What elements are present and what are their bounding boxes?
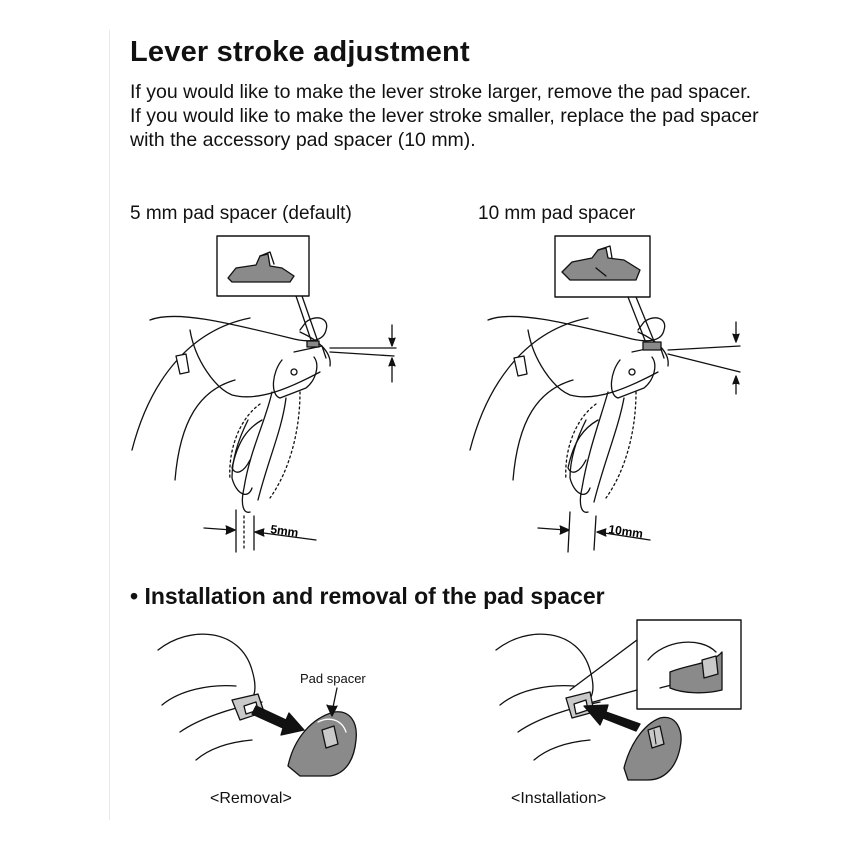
instruction-larger: If you would like to make the lever stro…: [130, 81, 752, 103]
pad-spacer-label: Pad spacer: [300, 671, 366, 686]
margin-rule: [109, 30, 110, 820]
removal-illustration: [157, 633, 357, 777]
lever-figure-5mm: [131, 235, 397, 553]
section-heading-installation: • Installation and removal of the pad sp…: [130, 583, 605, 609]
caption-removal: <Removal>: [210, 790, 292, 807]
caption-installation: <Installation>: [511, 790, 607, 807]
figure-title-10mm: 10 mm pad spacer: [478, 203, 636, 224]
installation-illustration: [495, 619, 742, 781]
figure-title-5mm: 5 mm pad spacer (default): [130, 203, 352, 224]
page-title: Lever stroke adjustment: [130, 36, 470, 68]
dimension-5mm: 5mm: [270, 522, 300, 540]
lever-figure-10mm: [469, 235, 741, 553]
instructions: If you would like to make the lever stro…: [130, 80, 770, 152]
instruction-smaller: If you would like to make the lever stro…: [130, 105, 759, 151]
dimension-10mm: 10mm: [608, 522, 644, 541]
